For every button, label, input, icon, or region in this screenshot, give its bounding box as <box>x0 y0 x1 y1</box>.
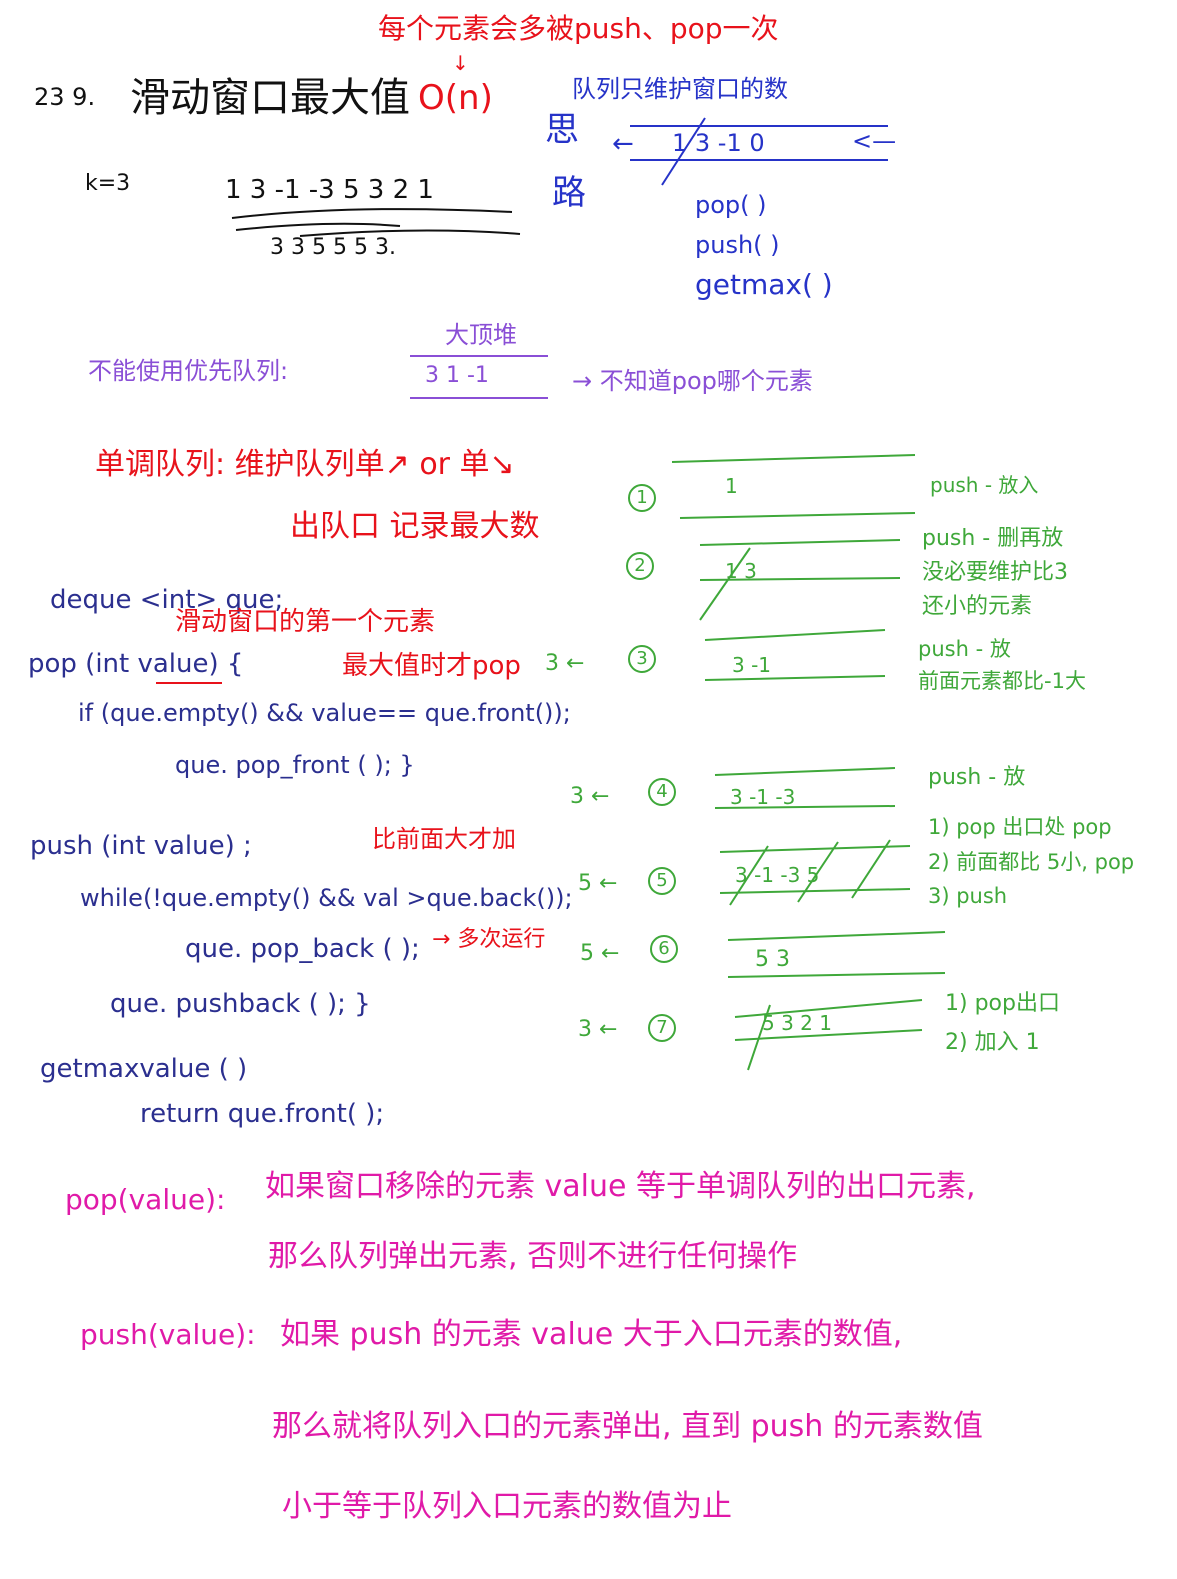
header-note: 每个元素会多被push、pop一次 <box>378 12 779 45</box>
step-7-output: 3 ← <box>578 1017 618 1042</box>
code-pop-if: if (que.empty() && value== que.front()); <box>78 699 571 727</box>
k-value: k=3 <box>85 171 131 196</box>
code-pop-back: que. pop_back ( ); <box>185 934 420 964</box>
code-pop-signature: pop (int value) { <box>28 649 244 679</box>
step-5-contents: 3 -1 -3 5 <box>735 863 820 887</box>
queue-left-arrow-icon: ← <box>612 129 634 159</box>
annotation-bigger: 比前面大才加 <box>372 825 516 853</box>
code-push-while: while(!que.empty() && val >que.back()); <box>80 884 573 912</box>
heap-title: 大顶堆 <box>445 321 517 349</box>
summary-pop-line-1: 如果窗口移除的元素 value 等于单调队列的出口元素, <box>265 1169 976 1204</box>
summary-push-label: push(value): <box>80 1318 256 1351</box>
summary-pop-label: pop(value): <box>65 1183 226 1216</box>
step-6-output: 5 ← <box>580 941 620 966</box>
input-sequence: 1 3 -1 -3 5 3 2 1 <box>225 175 434 205</box>
queue-items: 1 3 -1 0 <box>672 129 765 157</box>
monotonic-line-1: 单调队列: 维护队列单↗ or 单↘ <box>95 447 515 482</box>
step-3-note: push - 放 前面元素都比-1大 <box>918 637 1086 693</box>
step-2-contents: 1 3 <box>725 559 757 583</box>
code-deque-decl: deque <int> que; <box>50 585 284 615</box>
step-7-contents: 5 3 2 1 <box>762 1011 832 1035</box>
priority-queue-label: 不能使用优先队列: <box>88 357 289 385</box>
step-4-contents: 3 -1 -3 <box>730 785 796 809</box>
code-pop-front: que. pop_front ( ); } <box>175 751 415 779</box>
op-getmax: getmax( ) <box>695 268 833 301</box>
op-pop: pop( ) <box>695 191 767 219</box>
step-5-output: 5 ← <box>578 871 618 896</box>
summary-push-line-1: 如果 push 的元素 value 大于入口元素的数值, <box>280 1317 903 1352</box>
summary-push-line-2: 那么就将队列入口的元素弹出, 直到 push 的元素数值 <box>272 1409 983 1444</box>
summary-push-line-3: 小于等于队列入口元素的数值为止 <box>282 1489 732 1524</box>
code-return: return que.front( ); <box>140 1099 385 1129</box>
heap-reason: → 不知道pop哪个元素 <box>572 367 813 395</box>
queue-strike <box>661 117 706 186</box>
monotonic-line-2: 出队口 记录最大数 <box>290 509 540 544</box>
queue-right-arrow-icon: <— <box>852 127 897 155</box>
idea-label-lu: 路 <box>552 173 586 213</box>
step-7-number: 7 <box>648 1014 676 1042</box>
page-title: 滑动窗口最大值 <box>130 75 410 121</box>
step-3-contents: 3 -1 <box>732 653 772 677</box>
step-6-contents: 5 3 <box>755 947 790 972</box>
step-4-note: push - 放 <box>928 765 1026 790</box>
step-3-number: 3 <box>628 645 656 673</box>
step-2-note: push - 删再放 没必要维护比3 还小的元素 <box>922 526 1068 620</box>
step-6-number: 6 <box>650 935 678 963</box>
arrow-down-icon: ↓ <box>452 51 469 75</box>
annotation-loop: → 多次运行 <box>432 927 546 952</box>
step-4-number: 4 <box>648 778 676 806</box>
queue-idea-title: 队列只维护窗口的数 <box>572 75 788 103</box>
code-getmax-signature: getmaxvalue ( ) <box>40 1054 248 1084</box>
window-bracket-2 <box>235 222 401 231</box>
step-2-number: 2 <box>626 552 654 580</box>
step-7-note: 1) pop出口 2) 加入 1 <box>945 991 1060 1055</box>
window-bracket-1 <box>231 208 513 219</box>
window-results: 3 3 5 5 5 3. <box>270 235 396 260</box>
code-push-signature: push (int value) ; <box>30 831 252 861</box>
step-1-contents: 1 <box>725 474 738 498</box>
step-1-note: push - 放入 <box>930 473 1039 497</box>
step-4-output: 3 ← <box>570 784 610 809</box>
step-5-number: 5 <box>648 867 676 895</box>
heap-items: 3 1 -1 <box>425 363 489 388</box>
annotation-max-pop: 最大值时才pop <box>342 651 521 681</box>
step-5-note: 1) pop 出口处 pop 2) 前面都比 5小, pop 3) push <box>928 815 1135 909</box>
summary-pop-line-2: 那么队列弹出元素, 否则不进行任何操作 <box>268 1239 798 1274</box>
step-3-output: 3 ← <box>545 651 585 676</box>
complexity: O(n) <box>418 78 493 118</box>
code-push-back: que. pushback ( ); } <box>110 989 371 1019</box>
idea-label-si: 思 <box>545 110 579 150</box>
op-push: push( ) <box>695 231 780 259</box>
annotation-first-element: 滑动窗口的第一个元素 <box>175 607 436 637</box>
step-1-number: 1 <box>628 484 656 512</box>
window-bracket-3 <box>299 229 521 237</box>
problem-number: 23 9. <box>34 83 96 111</box>
